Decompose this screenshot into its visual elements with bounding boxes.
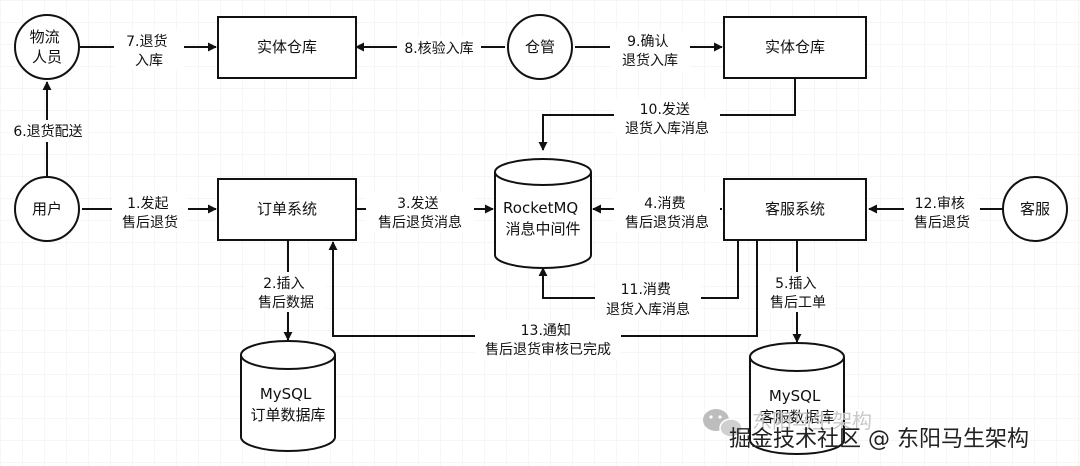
mysql-cs-label: MySQL 客服数据库 (759, 387, 834, 426)
courier-label: 物流 人员 (30, 28, 65, 66)
wechat-icon (703, 409, 743, 438)
edge-1-label: 1.发起 售后退货 (122, 196, 178, 231)
mq-label: RocketMQ 消息中间件 (503, 199, 583, 238)
warehouse-right-label: 实体仓库 (765, 38, 825, 56)
cs-system-label: 客服系统 (765, 200, 825, 218)
edge-6-label: 6.退货配送 (13, 123, 82, 140)
user-node (14, 176, 80, 242)
cs-agent-label: 客服 (1020, 200, 1050, 218)
edge-2-label: 2.插入 售后数据 (258, 276, 314, 311)
edge-13-label: 13.通知 售后退货审核已完成 (485, 322, 611, 358)
mysql-cs-cylinder (749, 342, 845, 455)
user-label: 用户 (32, 200, 62, 218)
edge-8-label: 8.核验入库 (404, 41, 473, 57)
watermark-faint: 东阳马生架构 (752, 409, 872, 433)
edge-12-label: 12.审核 售后退货 (914, 196, 970, 231)
keeper-node (507, 14, 573, 80)
order-system-label: 订单系统 (257, 200, 317, 218)
edge-5-label: 5.插入 售后工单 (770, 276, 826, 311)
warehouse-right-node (723, 16, 867, 79)
order-system-node (217, 178, 357, 241)
mq-cylinder (494, 158, 592, 269)
cs-agent-node (1002, 176, 1068, 242)
mysql-order-cylinder (240, 340, 336, 452)
edge-4-label: 4.消费 售后退货消息 (625, 196, 709, 231)
courier-node (14, 14, 80, 80)
cs-system-node (723, 178, 867, 241)
watermark-main: 掘金技术社区 @ 东阳马生架构 (729, 427, 1029, 452)
mysql-order-label: MySQL 订单数据库 (250, 385, 325, 424)
edge-3-label: 3.发送 售后退货消息 (378, 196, 462, 231)
edge-10-label: 10.发送 退货入库消息 (625, 102, 709, 137)
warehouse-left-node (217, 16, 357, 79)
edge-11-label: 11.消费 退货入库消息 (606, 282, 690, 318)
keeper-label: 仓管 (525, 38, 555, 56)
edge-7-label: 7.退货 入库 (126, 33, 172, 69)
warehouse-left-label: 实体仓库 (257, 38, 317, 56)
edge-9-label: 9.确认 退货入库 (622, 34, 678, 69)
